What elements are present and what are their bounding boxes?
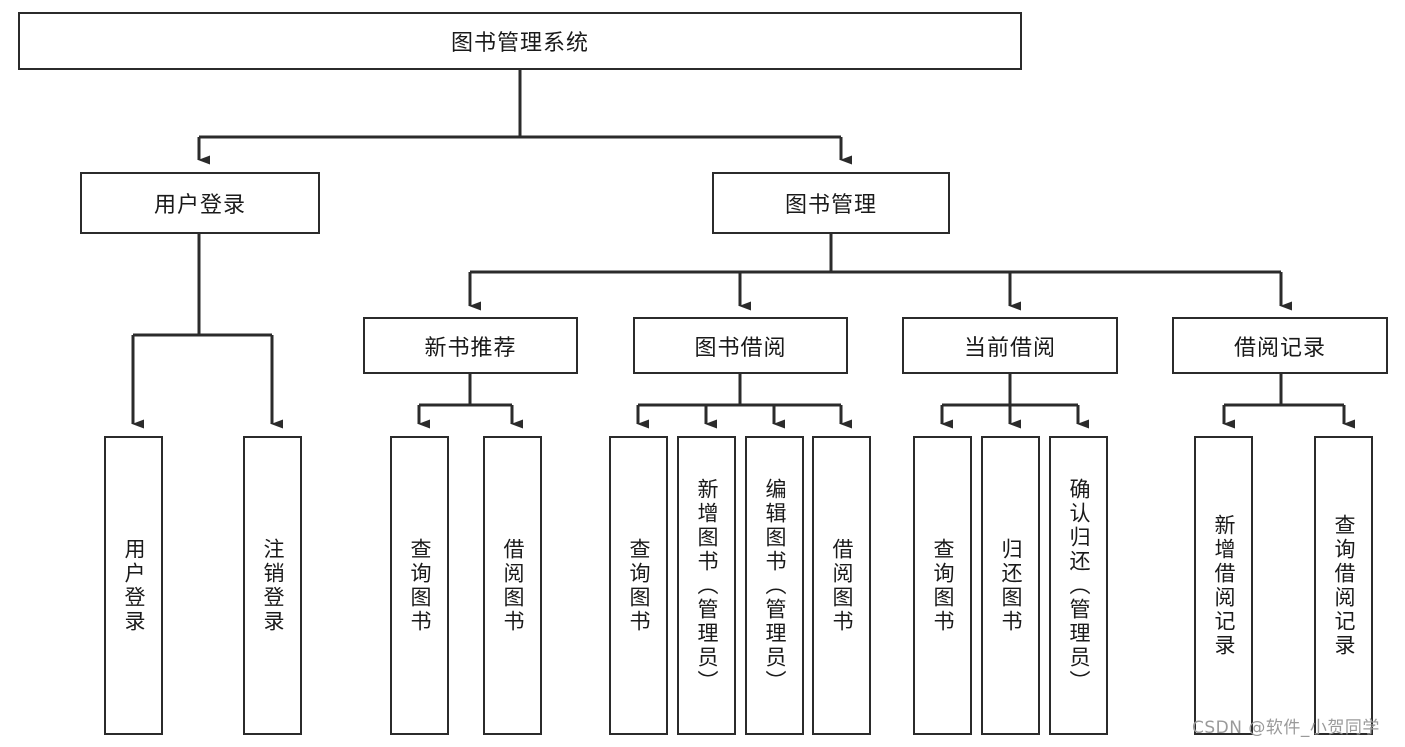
leaf-new-book-borrow-book[interactable]: 借阅图书 <box>483 436 542 735</box>
node-label: 查询借阅记录 <box>1332 513 1356 658</box>
node-label: 查询图书 <box>931 537 955 634</box>
leaf-book-borrow-query-book[interactable]: 查询图书 <box>609 436 668 735</box>
node-current-borrow[interactable]: 当前借阅 <box>902 317 1118 374</box>
leaf-borrow-record-add-record[interactable]: 新增借阅记录 <box>1194 436 1253 735</box>
node-label: 新书推荐 <box>424 335 517 361</box>
leaf-book-borrow-borrow-book[interactable]: 借阅图书 <box>812 436 871 735</box>
node-borrow-record[interactable]: 借阅记录 <box>1172 317 1388 374</box>
node-label: 新增借阅记录 <box>1212 513 1236 658</box>
leaf-user-login-login[interactable]: 用户登录 <box>104 436 163 735</box>
node-label: 当前借阅 <box>963 335 1056 361</box>
node-user-login[interactable]: 用户登录 <box>80 172 320 234</box>
node-root-book-management-system[interactable]: 图书管理系统 <box>18 12 1022 70</box>
leaf-new-book-query-book[interactable]: 查询图书 <box>390 436 449 735</box>
leaf-book-borrow-add-book-admin[interactable]: 新增图书（管理员） <box>677 436 736 735</box>
node-label: 新增图书（管理员） <box>695 477 719 694</box>
node-label: 图书借阅 <box>694 335 787 361</box>
node-book-management[interactable]: 图书管理 <box>712 172 950 234</box>
leaf-user-login-logout[interactable]: 注销登录 <box>243 436 302 735</box>
node-label: 归还图书 <box>999 537 1023 634</box>
node-label: 确认归还（管理员） <box>1067 477 1091 694</box>
node-label: 用户登录 <box>122 537 146 634</box>
leaf-current-borrow-return-book[interactable]: 归还图书 <box>981 436 1040 735</box>
node-label: 编辑图书（管理员） <box>763 477 787 694</box>
node-label: 注销登录 <box>261 537 285 634</box>
node-book-borrow[interactable]: 图书借阅 <box>633 317 848 374</box>
watermark: CSDN @软件_小贺同学 <box>1192 718 1380 738</box>
leaf-current-borrow-query-book[interactable]: 查询图书 <box>913 436 972 735</box>
node-label: 查询图书 <box>408 537 432 634</box>
node-label: 图书管理 <box>784 193 877 218</box>
node-label: 借阅图书 <box>830 537 854 634</box>
node-new-book-recommend[interactable]: 新书推荐 <box>363 317 578 374</box>
leaf-current-borrow-confirm-return-admin[interactable]: 确认归还（管理员） <box>1049 436 1108 735</box>
node-label: 图书管理系统 <box>450 31 589 56</box>
node-label: 查询图书 <box>627 537 651 634</box>
node-label: 用户登录 <box>153 193 246 218</box>
node-label: 借阅记录 <box>1233 335 1326 361</box>
node-label: 借阅图书 <box>501 537 525 634</box>
leaf-book-borrow-edit-book-admin[interactable]: 编辑图书（管理员） <box>745 436 804 735</box>
leaf-borrow-record-query-record[interactable]: 查询借阅记录 <box>1314 436 1373 735</box>
